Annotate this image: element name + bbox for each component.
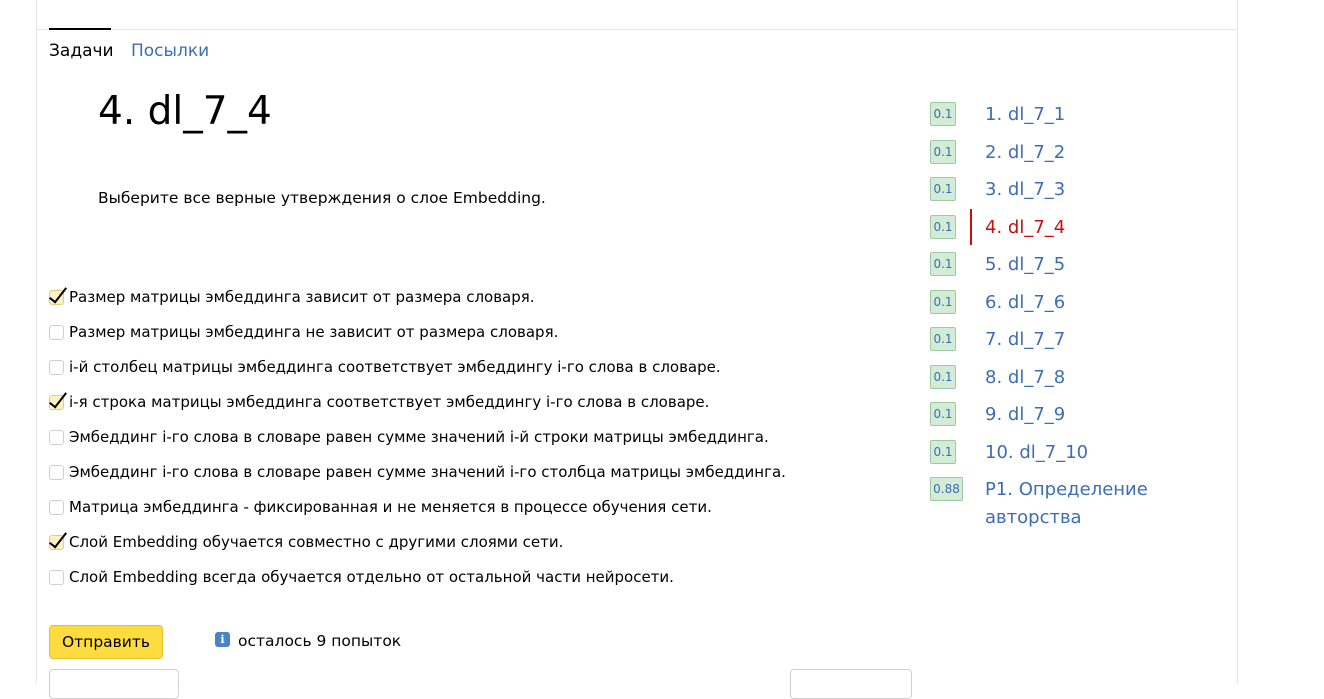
score-badge: 0.1 — [930, 102, 956, 126]
problem-link[interactable]: 2. dl_7_2 — [985, 142, 1066, 163]
answer-option-label: Слой Embedding обучается совместно с дру… — [69, 533, 564, 551]
answer-option-label: Размер матрицы эмбеддинга не зависит от … — [69, 323, 559, 341]
next-problem-button[interactable] — [790, 669, 912, 699]
problem-link-line2[interactable]: авторства — [985, 507, 1082, 528]
score-badge: 0.1 — [930, 440, 956, 464]
score-badge: 0.1 — [930, 290, 956, 314]
tab-submissions[interactable]: Посылки — [131, 41, 210, 61]
answer-option[interactable]: Матрица эмбеддинга - фиксированная и не … — [49, 497, 712, 517]
checkbox[interactable] — [49, 324, 64, 340]
answer-option[interactable]: Слой Embedding всегда обучается отдельно… — [49, 567, 674, 587]
problem-link[interactable]: 1. dl_7_1 — [985, 104, 1066, 125]
info-icon: i — [215, 632, 230, 647]
problem-link[interactable]: 7. dl_7_7 — [985, 329, 1066, 350]
answer-option-label: Размер матрицы эмбеддинга зависит от раз… — [69, 288, 535, 306]
answer-option[interactable]: Эмбеддинг i-го слова в словаре равен сум… — [49, 462, 786, 482]
answer-option-label: Слой Embedding всегда обучается отдельно… — [69, 568, 674, 586]
problem-statement: Выберите все верные утверждения о слое E… — [98, 189, 546, 207]
score-badge: 0.88 — [930, 477, 963, 501]
checkbox[interactable] — [49, 464, 64, 480]
score-badge: 0.1 — [930, 215, 956, 239]
checkbox[interactable] — [49, 569, 64, 585]
score-badge: 0.1 — [930, 402, 956, 426]
answer-option[interactable]: Размер матрицы эмбеддинга зависит от раз… — [49, 287, 535, 307]
previous-problem-button[interactable] — [49, 669, 179, 699]
problem-link[interactable]: 6. dl_7_6 — [985, 292, 1066, 313]
problem-link-current[interactable]: 4. dl_7_4 — [985, 217, 1066, 238]
answer-option-label: i-й столбец матрицы эмбеддинга соответст… — [69, 358, 721, 376]
answer-option-label: i-я строка матрицы эмбеддинга соответств… — [69, 393, 710, 411]
checkbox[interactable] — [49, 289, 64, 305]
problem-title: 4. dl_7_4 — [98, 89, 272, 134]
answer-option-label: Эмбеддинг i-го слова в словаре равен сум… — [69, 463, 786, 481]
checkbox[interactable] — [49, 394, 64, 410]
checkbox[interactable] — [49, 429, 64, 445]
problem-link[interactable]: 8. dl_7_8 — [985, 367, 1066, 388]
checkbox[interactable] — [49, 499, 64, 515]
tab-tasks[interactable]: Задачи — [49, 28, 114, 61]
score-badge: 0.1 — [930, 140, 956, 164]
attempts-remaining: осталось 9 попыток — [238, 632, 402, 650]
problem-link[interactable]: 5. dl_7_5 — [985, 254, 1066, 275]
checkbox[interactable] — [49, 534, 64, 550]
page-frame — [36, 0, 1238, 683]
answer-option[interactable]: Эмбеддинг i-го слова в словаре равен сум… — [49, 427, 769, 447]
answer-option[interactable]: Слой Embedding обучается совместно с дру… — [49, 532, 563, 552]
answer-option[interactable]: i-й столбец матрицы эмбеддинга соответст… — [49, 357, 721, 377]
score-badge: 0.1 — [930, 327, 956, 351]
score-badge: 0.1 — [930, 252, 956, 276]
problem-link[interactable]: 10. dl_7_10 — [985, 442, 1089, 463]
answer-option-label: Эмбеддинг i-го слова в словаре равен сум… — [69, 428, 769, 446]
header-divider — [36, 29, 1237, 30]
problem-link[interactable]: P1. Определение — [985, 479, 1148, 500]
problem-link[interactable]: 3. dl_7_3 — [985, 179, 1066, 200]
problem-link[interactable]: 9. dl_7_9 — [985, 404, 1066, 425]
score-badge: 0.1 — [930, 177, 956, 201]
answer-option[interactable]: Размер матрицы эмбеддинга не зависит от … — [49, 322, 558, 342]
answer-option[interactable]: i-я строка матрицы эмбеддинга соответств… — [49, 392, 709, 412]
answer-option-label: Матрица эмбеддинга - фиксированная и не … — [69, 498, 712, 516]
submit-button[interactable]: Отправить — [49, 625, 163, 659]
checkbox[interactable] — [49, 359, 64, 375]
score-badge: 0.1 — [930, 365, 956, 389]
